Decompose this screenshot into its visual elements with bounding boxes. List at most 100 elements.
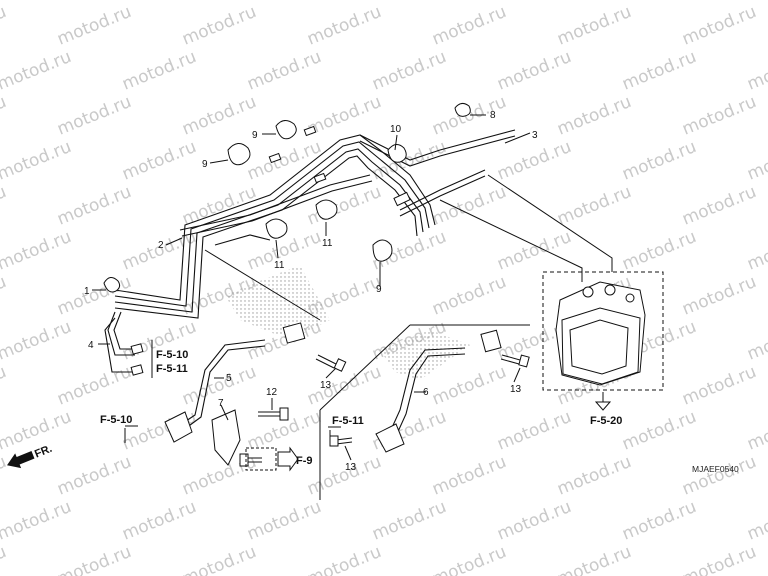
watermark-text: motod.ru <box>619 407 699 455</box>
watermark-text: motod.ru <box>369 497 449 545</box>
watermark-text: motod.ru <box>0 227 74 275</box>
watermark-text: motod.ru <box>679 92 759 140</box>
bolts <box>239 354 530 467</box>
callout-10: 10 <box>390 124 402 135</box>
watermark-text: motod.ru <box>119 497 199 545</box>
watermark-text: motod.ru <box>554 182 634 230</box>
callout-9c: 9 <box>376 284 382 295</box>
watermark-text: motod.ru <box>0 497 74 545</box>
watermark-text: motod.ru <box>679 542 759 576</box>
watermark-text: motod.ru <box>0 182 9 230</box>
callout-13c: 13 <box>345 462 357 473</box>
watermark-text: motod.ru <box>119 47 199 95</box>
leader-lines <box>92 114 613 500</box>
watermark-text: motod.ru <box>244 137 324 185</box>
watermark-text: motod.ru <box>679 272 759 320</box>
watermark-text: motod.ru <box>179 92 259 140</box>
abs-modulator-unit <box>542 271 664 411</box>
watermark-text: motod.ru <box>619 137 699 185</box>
callout-8: 8 <box>490 110 496 121</box>
watermark-text: motod.ru <box>244 47 324 95</box>
watermark-text: motod.ru <box>554 92 634 140</box>
watermark-text: motod.ru <box>429 362 509 410</box>
watermark-text: motod.ru <box>304 92 384 140</box>
watermark-text: motod.ru <box>494 0 574 5</box>
callout-9: 9 <box>202 159 208 170</box>
watermark-text: motod.ru <box>744 47 768 95</box>
callout-13: 13 <box>320 380 332 391</box>
brake-pipe-4 <box>104 311 144 376</box>
watermark-text: motod.ru <box>494 47 574 95</box>
callout-1: 1 <box>84 286 90 297</box>
watermark-text: motod.ru <box>369 0 449 5</box>
callout-4: 4 <box>88 340 94 351</box>
ref-f-5-10: F-5-10 <box>156 349 188 361</box>
watermark-text: motod.ru <box>54 2 134 50</box>
watermark-text: motod.ru <box>679 182 759 230</box>
callout-numbers: 1 2 3 4 5 6 7 8 9 9 9 10 11 11 11 12 13 … <box>84 110 538 473</box>
watermark-text: motod.ru <box>244 0 324 5</box>
callout-7: 7 <box>218 398 224 409</box>
callout-6: 6 <box>423 387 429 398</box>
ref-f-5-11-lower: F-5-11 <box>332 415 364 427</box>
watermark-text: motod.ru <box>619 497 699 545</box>
callout-11b: 11 <box>322 238 333 249</box>
watermark-text: motod.ru <box>679 452 759 500</box>
watermark-text: motod.ru <box>554 542 634 576</box>
watermark-text: motod.ru <box>369 47 449 95</box>
callout-5: 5 <box>226 373 232 384</box>
watermark-text: motod.ru <box>304 452 384 500</box>
watermark-text: motod.ru <box>744 317 768 365</box>
watermark-text: motod.ru <box>54 182 134 230</box>
callout-12: 12 <box>266 387 278 398</box>
ref-f-5-20: F-5-20 <box>590 415 622 427</box>
watermark-text: motod.ru <box>744 137 768 185</box>
watermark-text: motod.ru <box>619 227 699 275</box>
watermark-text: motod.ru <box>494 407 574 455</box>
watermark-text: motod.ru <box>119 0 199 5</box>
callout-13b: 13 <box>510 384 522 395</box>
watermark-text: motod.ru <box>744 227 768 275</box>
watermark-text: motod.ru <box>54 362 134 410</box>
watermark-text: motod.ru <box>244 497 324 545</box>
watermark-text: motod.ru <box>494 497 574 545</box>
clamps <box>103 102 471 293</box>
watermark-text: motod.ru <box>369 407 449 455</box>
brake-pipe-bundle <box>114 125 516 319</box>
watermark-text: motod.ru <box>0 137 74 185</box>
watermark-text: motod.ru <box>0 542 9 576</box>
watermark-text: motod.ru <box>429 542 509 576</box>
watermark-text: motod.ru <box>679 362 759 410</box>
front-label: FR. <box>33 443 54 461</box>
watermark-text: motod.ru <box>0 272 9 320</box>
watermark-text: motod.ru <box>619 47 699 95</box>
watermark-text: motod.ru <box>429 92 509 140</box>
watermark-text: motod.ru <box>179 2 259 50</box>
watermark-text: motod.ru <box>554 452 634 500</box>
watermark-text: motod.ru <box>744 0 768 5</box>
watermark-text: motod.ru <box>54 452 134 500</box>
watermark-text: motod.ru <box>179 542 259 576</box>
reference-labels: F-5-10 F-5-11 F-5-10 F-5-11 F-9 F-5-20 M… <box>100 349 739 474</box>
watermark-text: motod.ru <box>54 272 134 320</box>
diagram-code: MJAEF0540 <box>692 464 739 474</box>
watermark-text: motod.ru <box>0 2 9 50</box>
callout-3: 3 <box>532 130 538 141</box>
watermark-text: motod.ru <box>304 362 384 410</box>
watermark-text: motod.ru <box>494 137 574 185</box>
watermark-text: motod.ru <box>554 2 634 50</box>
watermark-text: motod.ru <box>119 137 199 185</box>
watermark-text: motod.ru <box>304 542 384 576</box>
brake-hose-6 <box>375 329 502 453</box>
watermark-text: motod.ru <box>429 452 509 500</box>
watermark-text: motod.ru <box>0 92 9 140</box>
ref-f-9: F-9 <box>296 455 313 467</box>
watermark-text: motod.ru <box>744 497 768 545</box>
watermark-text: motod.ru <box>0 47 74 95</box>
watermark-text: motod.ru <box>0 362 9 410</box>
callout-9b: 9 <box>252 130 258 141</box>
watermark-text: motod.ru <box>619 0 699 5</box>
watermark-text: motod.ru <box>429 272 509 320</box>
